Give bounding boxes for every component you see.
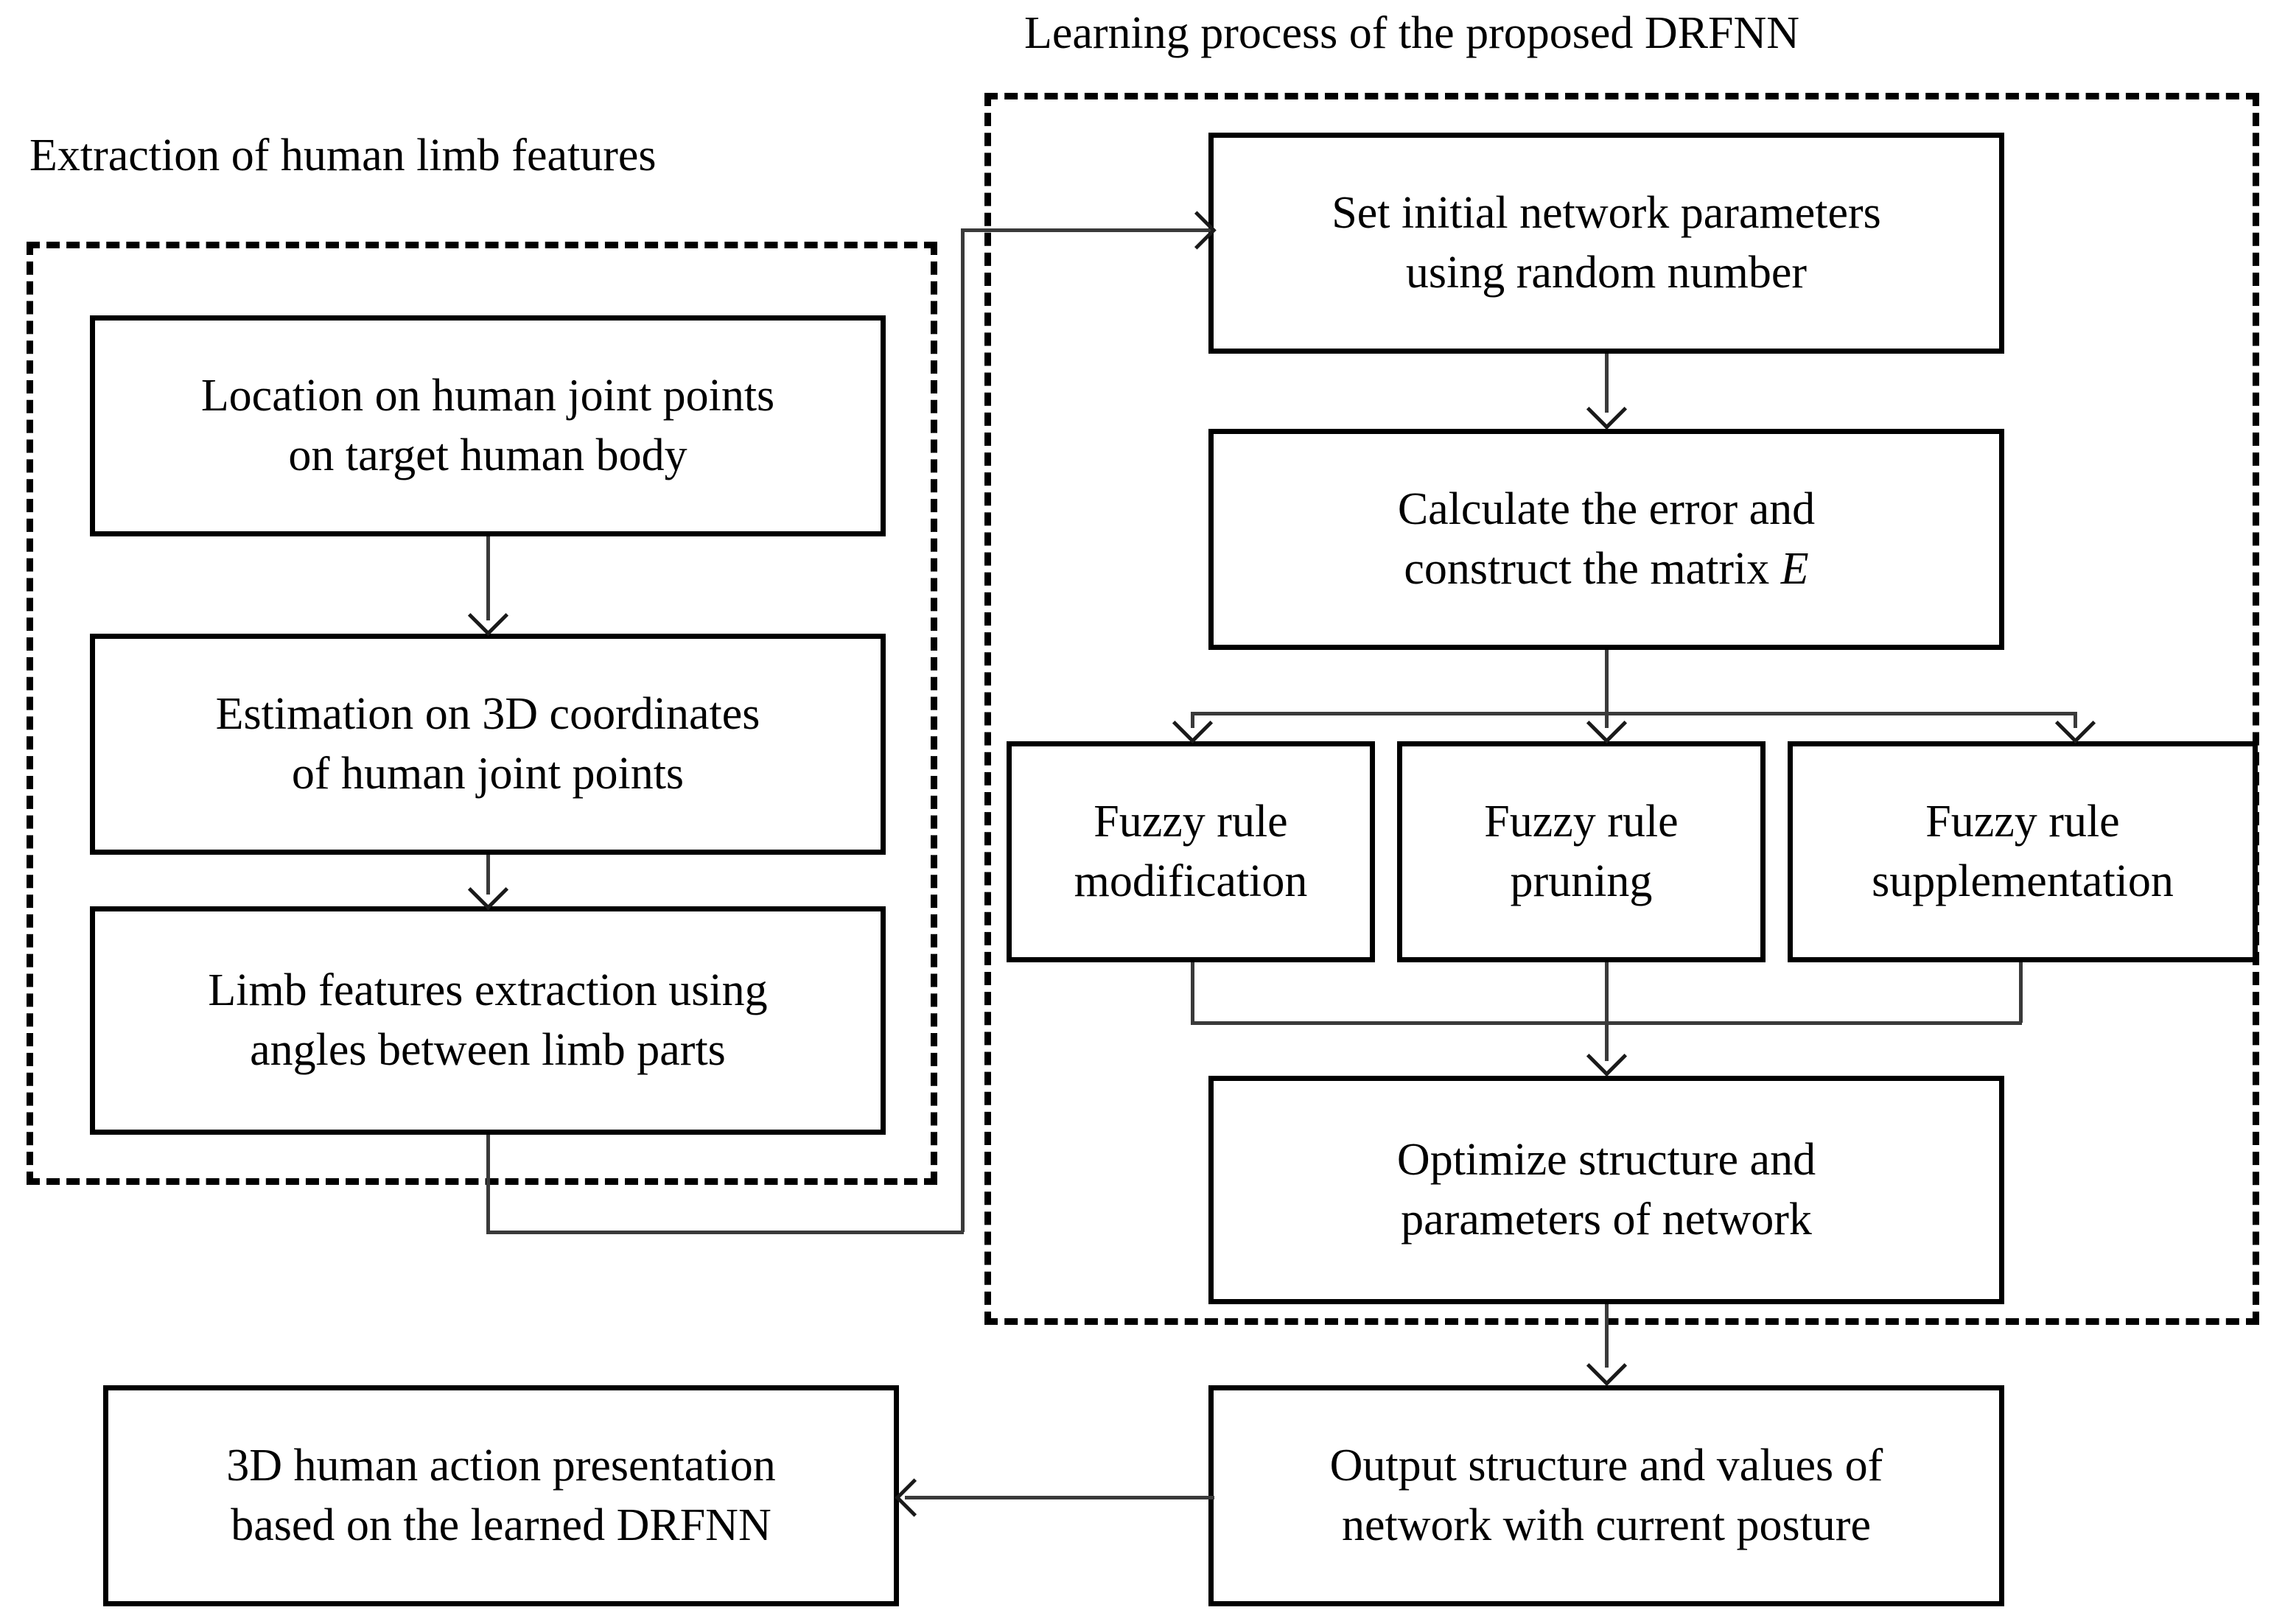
node-set-initial-label: Set initial network parameters using ran… <box>1332 188 1881 298</box>
node-optimize-label: Optimize structure and parameters of net… <box>1396 1135 1816 1245</box>
node-calculate-error-label: Calculate the error and construct the ma… <box>1397 484 1816 594</box>
connector-output-to-presentation <box>905 1496 1214 1499</box>
arrowhead-output-to-presentation <box>895 1478 934 1517</box>
node-locate-joints[interactable]: Location on human joint points on target… <box>90 315 886 536</box>
connector-calculate-down <box>1605 650 1609 713</box>
connector-estimate-to-limb <box>486 855 490 895</box>
group-caption-learning: Learning process of the proposed DRFNN <box>1024 8 1800 58</box>
node-locate-joints-label: Location on human joint points on target… <box>200 371 775 480</box>
node-fuzzy-rule-supplementation[interactable]: Fuzzy rule supplementation <box>1788 741 2258 962</box>
node-fuzzy-rule-pruning[interactable]: Fuzzy rule pruning <box>1397 741 1766 962</box>
node-output-label: Output structure and values of network w… <box>1329 1441 1883 1550</box>
node-fuzzy-rule-modification[interactable]: Fuzzy rule modification <box>1007 741 1375 962</box>
node-output[interactable]: Output structure and values of network w… <box>1208 1385 2004 1606</box>
connector-fuzzy-fanout-bus <box>1191 712 2075 715</box>
connector-locate-to-estimate <box>486 536 490 620</box>
node-limb-features-label: Limb features extraction using angles be… <box>208 965 768 1075</box>
node-fuzzy-rule-modification-label: Fuzzy rule modification <box>1074 797 1308 906</box>
connector-limb-up <box>961 230 965 1232</box>
group-caption-extraction: Extraction of human limb features <box>29 130 657 181</box>
node-fuzzy-rule-supplementation-label: Fuzzy rule supplementation <box>1872 797 2174 906</box>
node-estimate-3d-label: Estimation on 3D coordinates of human jo… <box>215 689 760 799</box>
connector-merge-to-optimize <box>1605 1021 1609 1061</box>
node-calculate-error[interactable]: Calculate the error and construct the ma… <box>1208 429 2004 650</box>
node-optimize[interactable]: Optimize structure and parameters of net… <box>1208 1076 2004 1304</box>
connector-limb-down <box>486 1135 490 1232</box>
connector-modification-down <box>1191 962 1194 1023</box>
node-estimate-3d[interactable]: Estimation on 3D coordinates of human jo… <box>90 634 886 855</box>
arrowhead-optimize-to-output <box>1586 1345 1628 1387</box>
connector-limb-right <box>486 1231 964 1234</box>
node-presentation-label: 3D human action presentation based on th… <box>226 1441 776 1550</box>
connector-bus-to-supplementation <box>2074 712 2077 728</box>
node-limb-features[interactable]: Limb features extraction using angles be… <box>90 906 886 1135</box>
matrix-symbol-E: E <box>1780 544 1809 594</box>
connector-bus-to-pruning <box>1605 712 1609 728</box>
connector-bus-to-modification <box>1191 712 1194 728</box>
connector-pruning-down <box>1605 962 1609 1023</box>
group-frame-learning <box>984 93 2259 1325</box>
connector-optimize-to-output <box>1605 1304 1609 1368</box>
node-presentation[interactable]: 3D human action presentation based on th… <box>103 1385 899 1606</box>
node-fuzzy-rule-pruning-label: Fuzzy rule pruning <box>1484 797 1679 906</box>
connector-set-initial-to-calculate <box>1605 354 1609 413</box>
node-set-initial[interactable]: Set initial network parameters using ran… <box>1208 133 2004 354</box>
group-frame-extraction <box>27 242 937 1185</box>
connector-into-set-initial <box>961 228 1211 232</box>
connector-supplementation-down <box>2019 962 2023 1023</box>
